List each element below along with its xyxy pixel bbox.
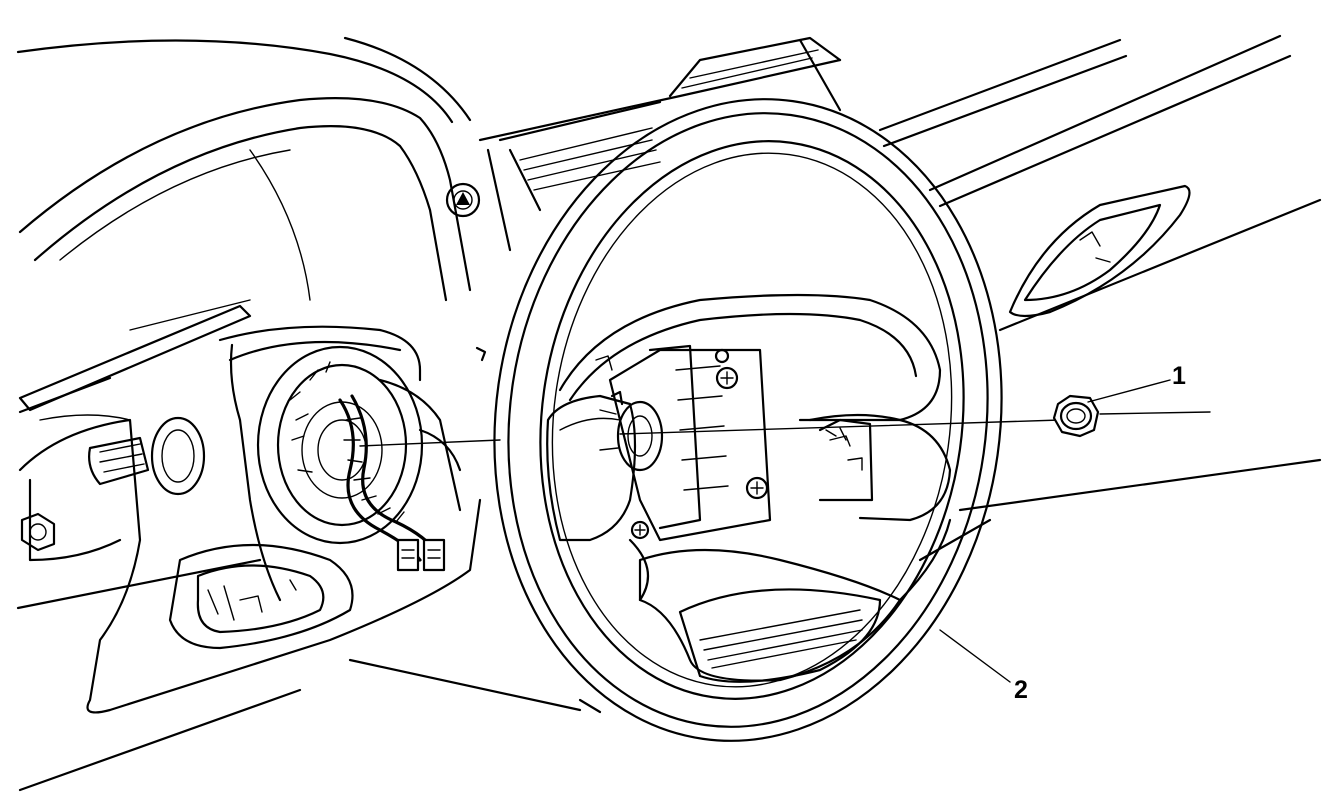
steering-column (18, 325, 482, 714)
callout-1-leader (1087, 379, 1171, 403)
callout-labels: 1 2 (1014, 362, 1186, 704)
callout-2-label: 2 (1014, 676, 1028, 704)
steering-wheel-nut (1052, 394, 1100, 438)
instrument-panel (16, 34, 1322, 792)
steering-wheel (493, 98, 1003, 742)
callout-1-label: 1 (1172, 362, 1186, 390)
callout-2-leader (939, 629, 1011, 683)
shaft-centerline (359, 411, 1211, 447)
callout-leaders (939, 379, 1171, 683)
